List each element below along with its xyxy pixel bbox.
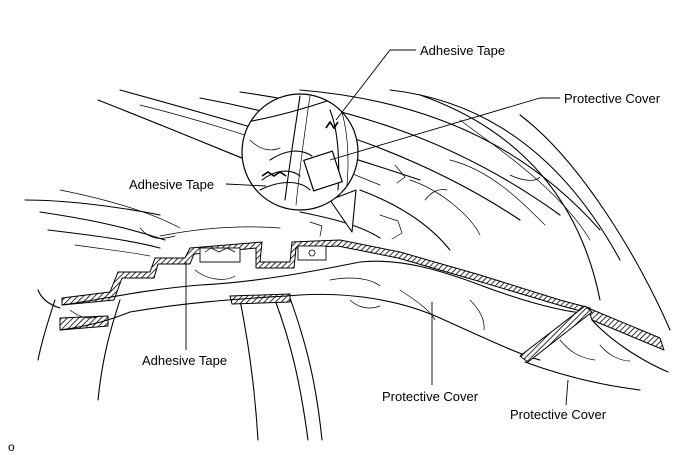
leader-lines bbox=[185, 49, 569, 406]
label-adhesive-tape-top: Adhesive Tape bbox=[420, 43, 506, 58]
detail-magnifier bbox=[241, 93, 359, 233]
headliner-section bbox=[59, 239, 669, 391]
label-protective-cover-middle: Protective Cover bbox=[382, 389, 479, 404]
label-adhesive-tape-bottom: Adhesive Tape bbox=[142, 353, 228, 368]
figure-id: o bbox=[8, 440, 15, 454]
label-protective-cover-bottom: Protective Cover bbox=[510, 407, 607, 422]
label-adhesive-tape-detail: Adhesive Tape bbox=[129, 177, 215, 192]
label-protective-cover-top: Protective Cover bbox=[564, 91, 661, 106]
vehicle-body-lines bbox=[24, 89, 671, 441]
